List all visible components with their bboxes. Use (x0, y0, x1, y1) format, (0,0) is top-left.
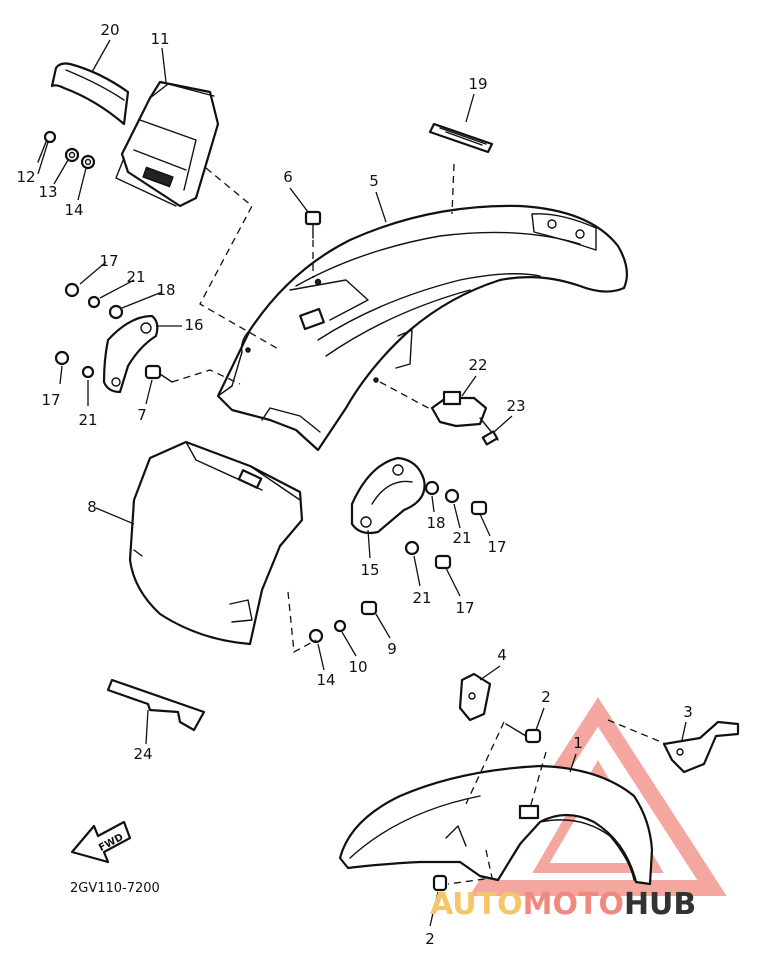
watermark-text: AUTOMOTOHUB (430, 887, 696, 922)
watermark-part-auto: AUTO (430, 887, 523, 922)
watermark-part-moto: MOTO (523, 887, 624, 922)
part-7-bolt (144, 364, 173, 383)
part-number-21: 21 (452, 529, 471, 547)
part-number-12: 12 (16, 168, 35, 186)
diagram-code: 2GV110-7200 (70, 881, 160, 896)
front-arrow-icon: FWD (70, 820, 132, 864)
part-number-17: 17 (487, 538, 506, 556)
part-number-23: 23 (506, 397, 525, 415)
part-number-10: 10 (348, 658, 367, 676)
fasteners-9-10-14 (308, 600, 378, 644)
part-16-bracket (54, 282, 159, 394)
part-19-emblem (428, 122, 494, 154)
part-8-inner-fender (128, 440, 304, 646)
part-2-bolts (432, 723, 542, 892)
part-number-17: 17 (455, 599, 474, 617)
part-number-16: 16 (184, 316, 203, 334)
part-number-22: 22 (468, 356, 487, 374)
part-number-20: 20 (100, 21, 119, 39)
leader-lines (37, 39, 687, 927)
part-number-14: 14 (64, 201, 83, 219)
part-number-3: 3 (683, 703, 693, 721)
part-number-21: 21 (126, 268, 145, 286)
part-number-2: 2 (541, 688, 551, 706)
part-number-7: 7 (137, 406, 147, 424)
part-5-rear-fender (216, 204, 629, 452)
part-number-24: 24 (133, 745, 152, 763)
part-20-lens (50, 62, 130, 126)
part-4-bracket (458, 672, 492, 722)
part-number-21: 21 (412, 589, 431, 607)
part-number-17: 17 (41, 391, 60, 409)
part-number-18: 18 (156, 281, 175, 299)
part-1-front-fender (338, 764, 654, 886)
part-24-plate (106, 678, 206, 732)
part-number-21: 21 (78, 411, 97, 429)
watermark-part-hub: HUB (624, 887, 696, 922)
part-callouts: 1223456789101112131414151617171717181819… (16, 21, 692, 948)
part-15-plate (350, 456, 488, 570)
part-number-14: 14 (316, 671, 335, 689)
part-number-8: 8 (87, 498, 97, 516)
part-3-bracket (662, 720, 740, 774)
part-number-9: 9 (387, 640, 397, 658)
assembly-lines (171, 163, 667, 885)
part-number-6: 6 (283, 168, 293, 186)
part-number-4: 4 (497, 646, 507, 664)
part-number-11: 11 (150, 30, 169, 48)
part-number-19: 19 (468, 75, 487, 93)
part-6-bolt (304, 210, 322, 239)
part-number-18: 18 (426, 514, 445, 532)
part-number-1: 1 (573, 734, 583, 752)
part-number-5: 5 (369, 172, 379, 190)
fasteners-12-13-14 (37, 130, 96, 170)
part-number-13: 13 (38, 183, 57, 201)
part-22-bracket (430, 390, 499, 446)
part-number-15: 15 (360, 561, 379, 579)
part-number-17: 17 (99, 252, 118, 270)
part-number-2: 2 (425, 930, 435, 948)
part-11-taillight (115, 80, 220, 208)
